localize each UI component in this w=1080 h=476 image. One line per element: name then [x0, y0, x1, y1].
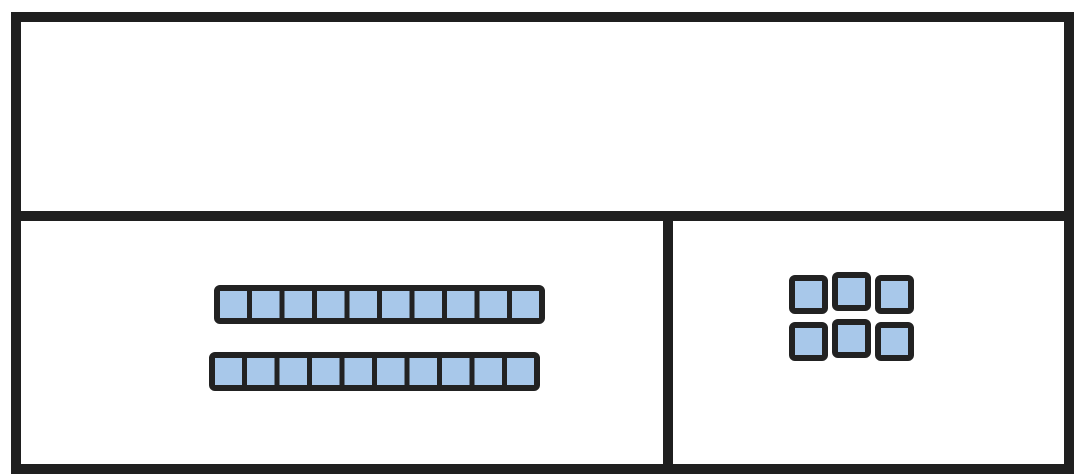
bar-frame — [11, 12, 1074, 474]
ones-cube — [789, 322, 828, 361]
base-ten-blocks — [209, 272, 914, 391]
whole-box — [11, 12, 1074, 221]
ones-cube — [875, 275, 914, 314]
tens-rod — [214, 285, 545, 324]
ones-cube — [875, 322, 914, 361]
ones-cube — [789, 275, 828, 314]
part-box-left — [11, 211, 673, 474]
tens-rod — [209, 352, 540, 391]
ones-cube — [832, 272, 871, 311]
ones-cube — [832, 319, 871, 358]
